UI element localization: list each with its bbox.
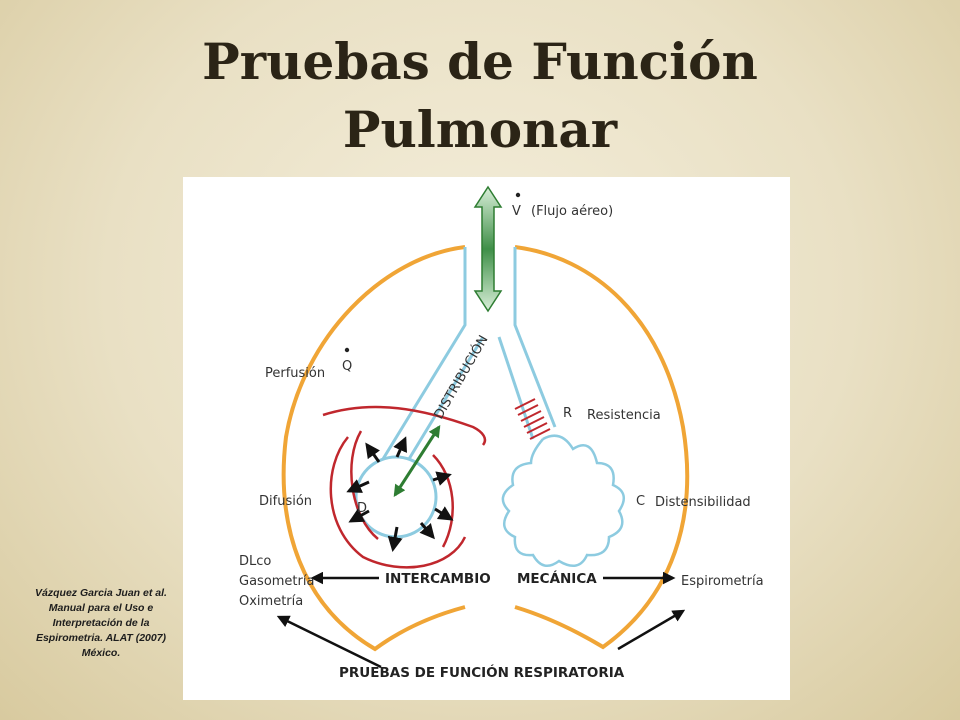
test-dlco: DLco bbox=[239, 554, 271, 569]
resistance-label: Resistencia bbox=[587, 408, 661, 423]
flow-label: (Flujo aéreo) bbox=[531, 204, 613, 219]
diagram-svg: V (Flujo aéreo) Perfusión Q DISTRIBUCIÓN… bbox=[239, 185, 764, 681]
lung-function-diagram: V (Flujo aéreo) Perfusión Q DISTRIBUCIÓN… bbox=[183, 177, 790, 700]
flow-symbol: V bbox=[512, 204, 521, 219]
airflow-arrow bbox=[473, 185, 503, 313]
test-gasometria: Gasometría bbox=[239, 574, 314, 589]
test-arrows bbox=[276, 571, 686, 669]
distribution-label: DISTRIBUCIÓN bbox=[431, 332, 492, 422]
mechanics-label: MECÁNICA bbox=[517, 570, 597, 587]
perfusion-label: Perfusión bbox=[265, 366, 325, 381]
slide-title: Pruebas de Función Pulmonar bbox=[0, 28, 960, 164]
perfusion-symbol: Q bbox=[342, 359, 352, 374]
compliance-label: Distensibilidad bbox=[655, 495, 751, 510]
exchange-label: INTERCAMBIO bbox=[385, 571, 491, 587]
chest-outline bbox=[281, 245, 690, 652]
airway bbox=[354, 247, 626, 568]
citation-text: Vázquez Garcia Juan et al. Manual para e… bbox=[35, 587, 167, 659]
title-line-2: Pulmonar bbox=[342, 100, 618, 159]
test-espirometria: Espirometría bbox=[681, 574, 764, 589]
diffusion-label: Difusión bbox=[259, 494, 312, 509]
resistance-hatch bbox=[514, 398, 551, 440]
perfusion-vessels bbox=[322, 405, 487, 569]
footer-label: PRUEBAS DE FUNCIÓN RESPIRATORIA bbox=[339, 663, 625, 681]
distribution-arrow bbox=[393, 424, 441, 498]
resistance-symbol: R bbox=[563, 406, 572, 421]
flow-dot bbox=[515, 192, 521, 198]
title-line-1: Pruebas de Función bbox=[202, 32, 758, 91]
test-oximetria: Oximetría bbox=[239, 594, 303, 609]
perfusion-dot bbox=[344, 347, 350, 353]
diffusion-symbol: D bbox=[357, 501, 367, 516]
compliance-symbol: C bbox=[636, 494, 645, 509]
